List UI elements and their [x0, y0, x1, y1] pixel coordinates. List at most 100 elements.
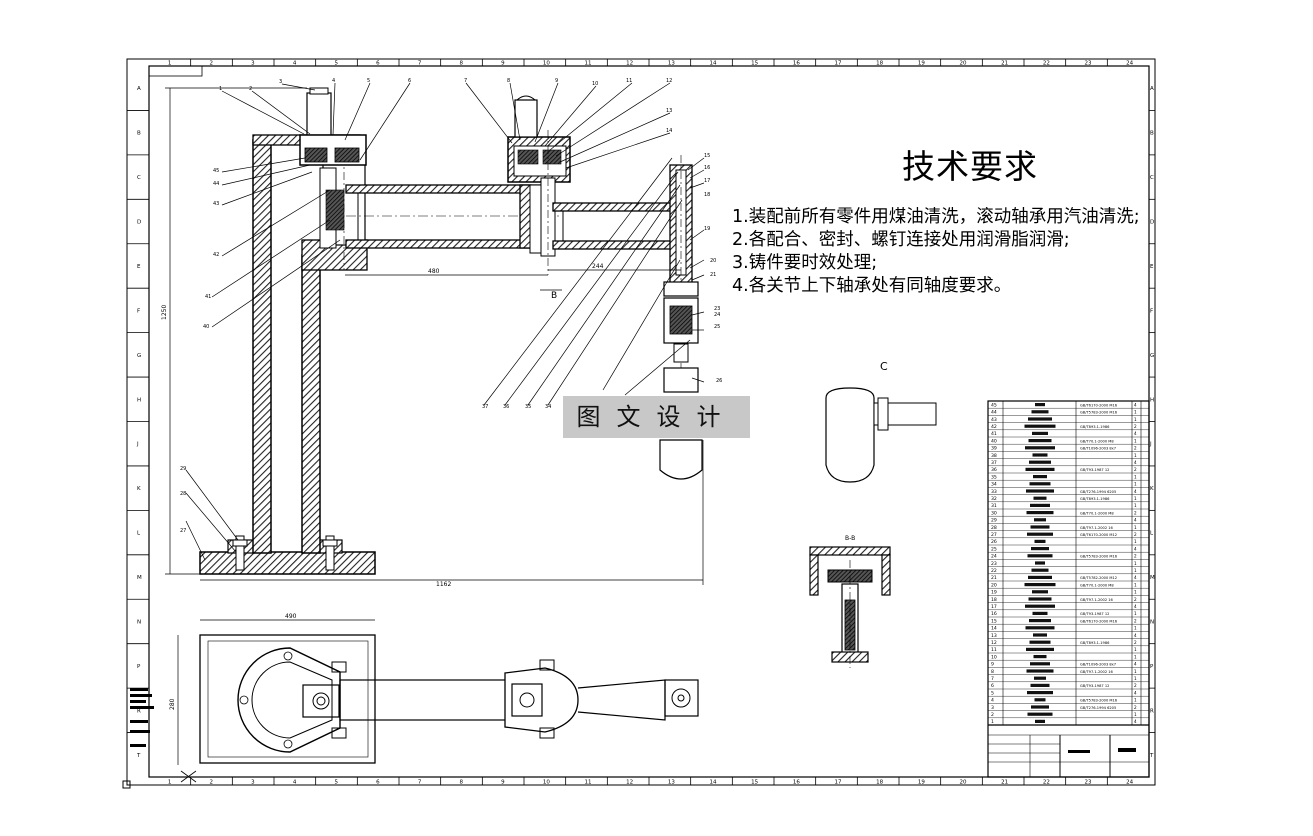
bom-part-name — [1026, 489, 1054, 493]
column-label: 9 — [501, 61, 505, 67]
bom-qty: 1 — [1134, 654, 1137, 659]
bom-row-number: 21 — [991, 575, 997, 581]
column-label: 21 — [1001, 61, 1008, 67]
section-label-b: B — [551, 291, 557, 301]
svg-text:25: 25 — [714, 324, 720, 330]
bom-standard: GB/T97.1-2002 16 — [1080, 598, 1114, 602]
row-label: T — [1149, 753, 1154, 759]
bom-qty: 1 — [1134, 525, 1137, 530]
bom-part-name — [1027, 691, 1053, 695]
bom-standard: GB/T893.1-1986 — [1080, 641, 1110, 645]
svg-text:3: 3 — [279, 79, 282, 85]
bom-qty: 1 — [1134, 539, 1137, 544]
bom-standard: GB/T6170-2000 M16 — [1080, 619, 1118, 623]
bom-part-name — [1035, 561, 1045, 565]
row-label: A — [1150, 86, 1154, 92]
row-label: G — [1150, 353, 1154, 359]
column-label: 23 — [1085, 61, 1092, 67]
bom-row-number: 3 — [991, 705, 994, 711]
bom-qty: 4 — [1134, 662, 1137, 667]
bom-row-number: 7 — [991, 676, 994, 682]
svg-text:21: 21 — [710, 272, 716, 278]
row-label: D — [1150, 220, 1154, 226]
bom-part-name — [1025, 446, 1055, 450]
bom-qty: 2 — [1134, 705, 1137, 710]
bom-qty: 2 — [1134, 640, 1137, 645]
svg-text:15: 15 — [704, 153, 710, 159]
row-label: F — [137, 308, 140, 314]
bom-row-number: 23 — [991, 561, 997, 567]
bom-row-number: 30 — [991, 510, 997, 516]
column-label: 10 — [543, 61, 550, 67]
bom-part-name — [1024, 424, 1056, 428]
bom-qty: 4 — [1134, 431, 1137, 436]
elbow-gearbox — [507, 95, 571, 275]
bom-row-number: 1 — [991, 719, 994, 725]
section-bb — [809, 546, 891, 668]
bom-row-number: 11 — [991, 647, 997, 653]
bom-qty: 1 — [1134, 482, 1137, 487]
row-label: K — [1150, 486, 1154, 492]
title-block — [988, 724, 1149, 777]
bom-qty: 2 — [1134, 424, 1137, 429]
row-label: C — [137, 175, 141, 181]
row-label: M — [1150, 575, 1155, 581]
bom-part-name — [1025, 467, 1055, 471]
column-label: 6 — [376, 780, 380, 786]
row-label: E — [137, 264, 141, 270]
row-label: B — [137, 131, 141, 137]
column-label: 14 — [710, 61, 717, 67]
column-label: 12 — [626, 61, 633, 67]
bom-row-number: 9 — [991, 662, 994, 668]
bom-part-name — [1031, 568, 1049, 572]
svg-text:29: 29 — [180, 466, 186, 472]
bom-row-number: 26 — [991, 539, 997, 545]
column-label: 1 — [168, 780, 172, 786]
column-label: 3 — [251, 780, 255, 786]
column-label: 17 — [835, 61, 842, 67]
bom-qty: 1 — [1134, 590, 1137, 595]
bom-part-name — [1028, 417, 1052, 421]
row-label: C — [1150, 175, 1154, 181]
bom-standard: GB/T93-1987 12 — [1080, 468, 1109, 472]
dimension-490: 490 — [285, 613, 297, 620]
svg-text:28: 28 — [180, 491, 186, 497]
column-label: 1 — [168, 61, 172, 67]
bom-row-number: 10 — [991, 654, 997, 660]
svg-text:43: 43 — [213, 201, 219, 207]
bom-part-name — [1034, 539, 1046, 543]
bom-qty: 1 — [1134, 561, 1137, 566]
tech-requirement-note: 1.装配前所有零件用煤油清洗，滚动轴承用汽油清洗; — [732, 207, 1140, 227]
column-label: 23 — [1085, 780, 1092, 786]
row-label: A — [137, 86, 141, 92]
bom-qty: 1 — [1134, 669, 1137, 674]
bom-qty: 1 — [1134, 611, 1137, 616]
column-label: 14 — [710, 780, 717, 786]
bom-part-name — [1029, 482, 1051, 486]
bom-row-number: 31 — [991, 503, 997, 509]
column-label: 16 — [793, 61, 800, 67]
svg-text:45: 45 — [213, 168, 219, 174]
bom-row-number: 15 — [991, 618, 997, 624]
row-label: K — [137, 486, 141, 492]
bom-qty: 4 — [1134, 690, 1137, 695]
column-label: 24 — [1126, 61, 1133, 67]
row-label: T — [136, 753, 141, 759]
svg-text:6: 6 — [408, 78, 411, 84]
bom-qty: 1 — [1134, 647, 1137, 652]
column-labels: 1122334455667788991010111112121313141415… — [168, 61, 1134, 786]
row-label: N — [137, 619, 141, 625]
wrist-assembly — [659, 155, 703, 480]
bom-row-number: 34 — [991, 482, 997, 488]
bom-row-number: 14 — [991, 626, 997, 632]
column-label: 21 — [1001, 780, 1008, 786]
bom-row-number: 40 — [991, 438, 997, 444]
bom-qty: 1 — [1134, 438, 1137, 443]
bom-row-number: 39 — [991, 446, 997, 452]
dimension-1250: 1250 — [161, 305, 168, 320]
bom-part-name — [1026, 669, 1054, 673]
svg-text:20: 20 — [710, 258, 716, 264]
svg-text:34: 34 — [545, 404, 551, 410]
